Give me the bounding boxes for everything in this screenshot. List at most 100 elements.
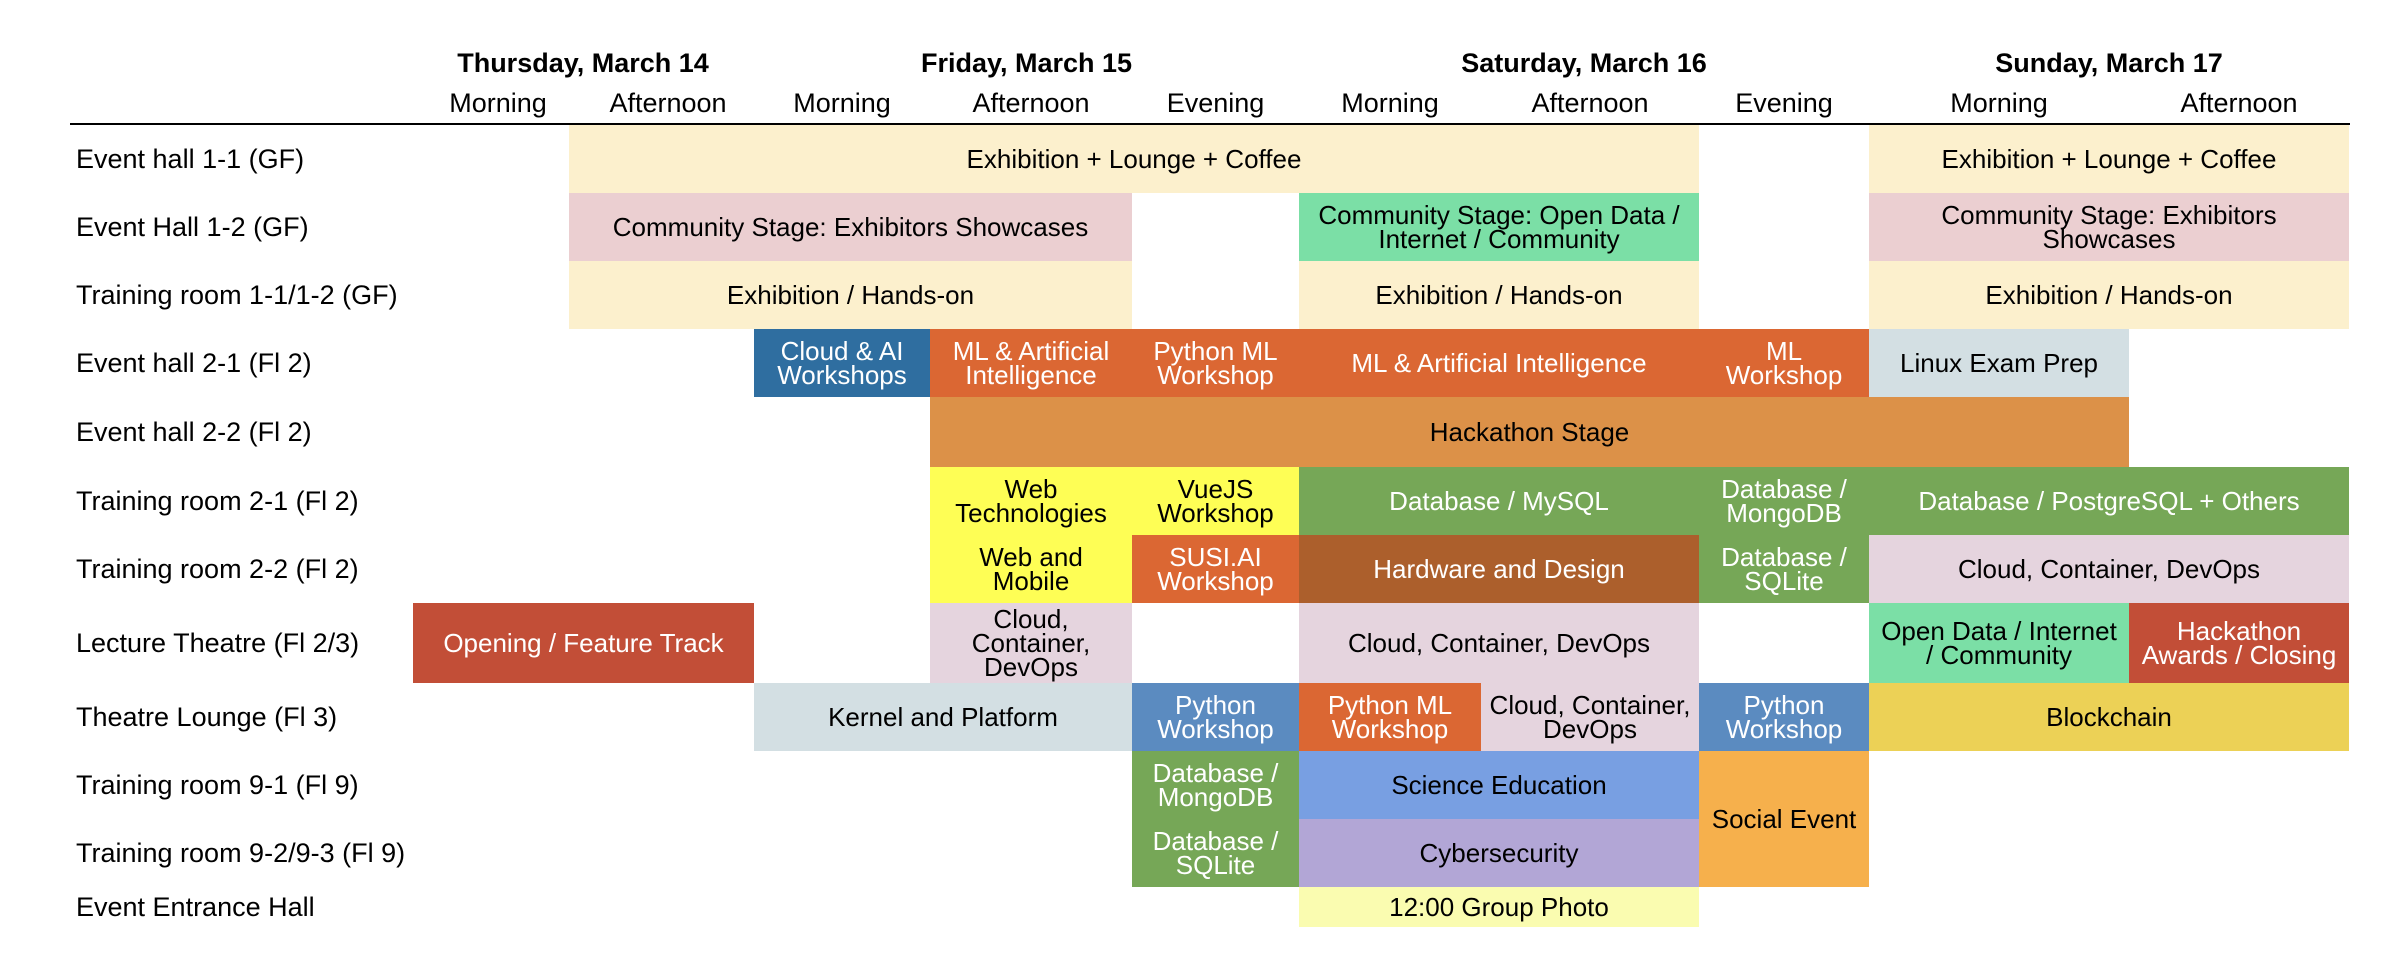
session-label: ML & Artificial Intelligence [1351,348,1647,378]
session-label: VueJS Workshop [1157,474,1274,528]
day-header-friday: Friday, March 15 [920,48,1133,78]
room-label: Event hall 1-1 (GF) [76,144,305,174]
session-block[interactable]: Cloud, Container, DevOps [1481,683,1699,751]
header-divider [70,123,2350,125]
session-block[interactable]: Social Event [1699,751,1869,887]
session-label: Hackathon Awards / Closing [2141,616,2337,670]
session-block[interactable]: Python Workshop [1699,683,1869,751]
session-label: Hardware and Design [1373,554,1625,584]
session-label: Web and Mobile [979,542,1083,596]
session-block[interactable]: Web Technologies [930,467,1132,535]
period-sun-afternoon: Afternoon [2180,88,2298,118]
session-block[interactable]: Linux Exam Prep [1869,329,2129,397]
session-block[interactable]: Exhibition / Hands-on [1869,261,2349,329]
session-block[interactable]: Database / MongoDB [1132,751,1299,819]
session-label: Database / MongoDB [1152,758,1279,812]
session-block[interactable]: Python Workshop [1132,683,1299,751]
session-block[interactable]: Database / PostgreSQL + Others [1869,467,2349,535]
session-label: Python Workshop [1725,690,1843,744]
period-sat-afternoon: Afternoon [1531,88,1649,118]
session-block[interactable]: Database / MongoDB [1699,467,1869,535]
session-label: Exhibition + Lounge + Coffee [1941,144,2277,174]
session-block[interactable]: Exhibition + Lounge + Coffee [569,125,1699,193]
session-label: Cloud, Container, DevOps [1489,690,1691,744]
session-block[interactable]: Community Stage: Open Data / Internet / … [1299,193,1699,261]
period-fri-evening: Evening [1166,88,1265,118]
session-label: Exhibition / Hands-on [726,280,975,310]
session-block[interactable]: ML Workshop [1699,329,1869,397]
session-block[interactable]: Hardware and Design [1299,535,1699,603]
session-label: Linux Exam Prep [1900,348,2098,378]
room-label: Training room 2-1 (Fl 2) [76,486,359,516]
session-block[interactable]: Cybersecurity [1299,819,1699,887]
session-block[interactable]: Database / MySQL [1299,467,1699,535]
period-sat-evening: Evening [1735,88,1833,118]
session-block[interactable]: Opening / Feature Track [413,603,754,683]
session-label: Blockchain [2046,702,2172,732]
session-block[interactable]: Cloud, Container, DevOps [930,603,1132,683]
session-label: Open Data / Internet / Community [1881,616,2117,670]
session-label: Exhibition / Hands-on [1985,280,2233,310]
session-label: ML Workshop [1725,336,1843,390]
session-block[interactable]: Community Stage: Exhibitors Showcases [569,193,1132,261]
room-label: Theatre Lounge (Fl 3) [76,702,338,732]
session-block[interactable]: Hackathon Stage [930,397,2129,467]
session-block[interactable]: Kernel and Platform [754,683,1132,751]
session-block[interactable]: Cloud, Container, DevOps [1869,535,2349,603]
session-label: Science Education [1391,770,1607,800]
session-label: Exhibition / Hands-on [1375,280,1623,310]
session-block[interactable]: Database / SQLite [1699,535,1869,603]
session-label: Exhibition + Lounge + Coffee [966,144,1302,174]
session-label: SUSI.AI Workshop [1157,542,1274,596]
session-label: Community Stage: Open Data / Internet / … [1318,200,1680,254]
day-header-thursday: Thursday, March 14 [457,48,709,78]
room-label: Event hall 2-2 (Fl 2) [76,417,312,447]
session-block[interactable]: Python ML Workshop [1132,329,1299,397]
session-block[interactable]: Science Education [1299,751,1699,819]
session-block[interactable]: SUSI.AI Workshop [1132,535,1299,603]
room-label: Training room 1-1/1-2 (GF) [76,280,398,310]
session-block[interactable]: Hackathon Awards / Closing [2129,603,2349,683]
session-block[interactable]: Exhibition + Lounge + Coffee [1869,125,2349,193]
session-label: Social Event [1711,804,1857,834]
session-block[interactable]: Exhibition / Hands-on [569,261,1132,329]
session-label: 12:00 Group Photo [1389,892,1609,922]
session-block[interactable]: Exhibition / Hands-on [1299,261,1699,329]
session-block[interactable]: Open Data / Internet / Community [1869,603,2129,683]
session-label: Cloud & AI Workshops [777,336,907,390]
room-label: Event Entrance Hall [76,892,315,922]
session-block[interactable]: ML & Artificial Intelligence [930,329,1132,397]
session-block[interactable]: Cloud, Container, DevOps [1299,603,1699,683]
session-block[interactable]: ML & Artificial Intelligence [1299,329,1699,397]
session-label: Database / MongoDB [1721,474,1847,528]
session-label: Community Stage: Exhibitors Showcases [612,212,1089,242]
period-sat-morning: Morning [1341,88,1439,118]
session-label: Database / SQLite [1152,826,1279,880]
session-block[interactable]: Cloud & AI Workshops [754,329,930,397]
period-fri-morning: Morning [793,88,891,118]
session-label: Python ML Workshop [1153,336,1278,390]
day-header-sunday: Sunday, March 17 [1995,48,2223,78]
session-block[interactable]: Community Stage: Exhibitors Showcases [1869,193,2349,261]
session-label: Python Workshop [1157,690,1274,744]
room-label: Training room 9-1 (Fl 9) [76,770,359,800]
session-block[interactable]: VueJS Workshop [1132,467,1299,535]
session-label: Cloud, Container, DevOps [971,604,1091,682]
session-block[interactable]: 12:00 Group Photo [1299,887,1699,927]
period-fri-afternoon: Afternoon [972,88,1090,118]
room-label: Training room 9-2/9-3 (Fl 9) [76,838,406,868]
day-header-saturday: Saturday, March 16 [1461,48,1707,78]
session-block[interactable]: Python ML Workshop [1299,683,1481,751]
session-label: Database / MySQL [1389,486,1609,516]
session-label: Cloud, Container, DevOps [1347,628,1651,658]
session-block[interactable]: Database / SQLite [1132,819,1299,887]
session-label: ML & Artificial Intelligence [952,336,1110,390]
session-block[interactable]: Blockchain [1869,683,2349,751]
room-label: Lecture Theatre (Fl 2/3) [76,628,360,658]
session-block[interactable]: Web and Mobile [930,535,1132,603]
room-label: Event Hall 1-2 (GF) [76,212,309,242]
period-thu-afternoon: Afternoon [609,88,727,118]
session-label: Kernel and Platform [828,702,1058,732]
period-thu-morning: Morning [449,88,547,118]
session-label: Hackathon Stage [1429,417,1630,447]
